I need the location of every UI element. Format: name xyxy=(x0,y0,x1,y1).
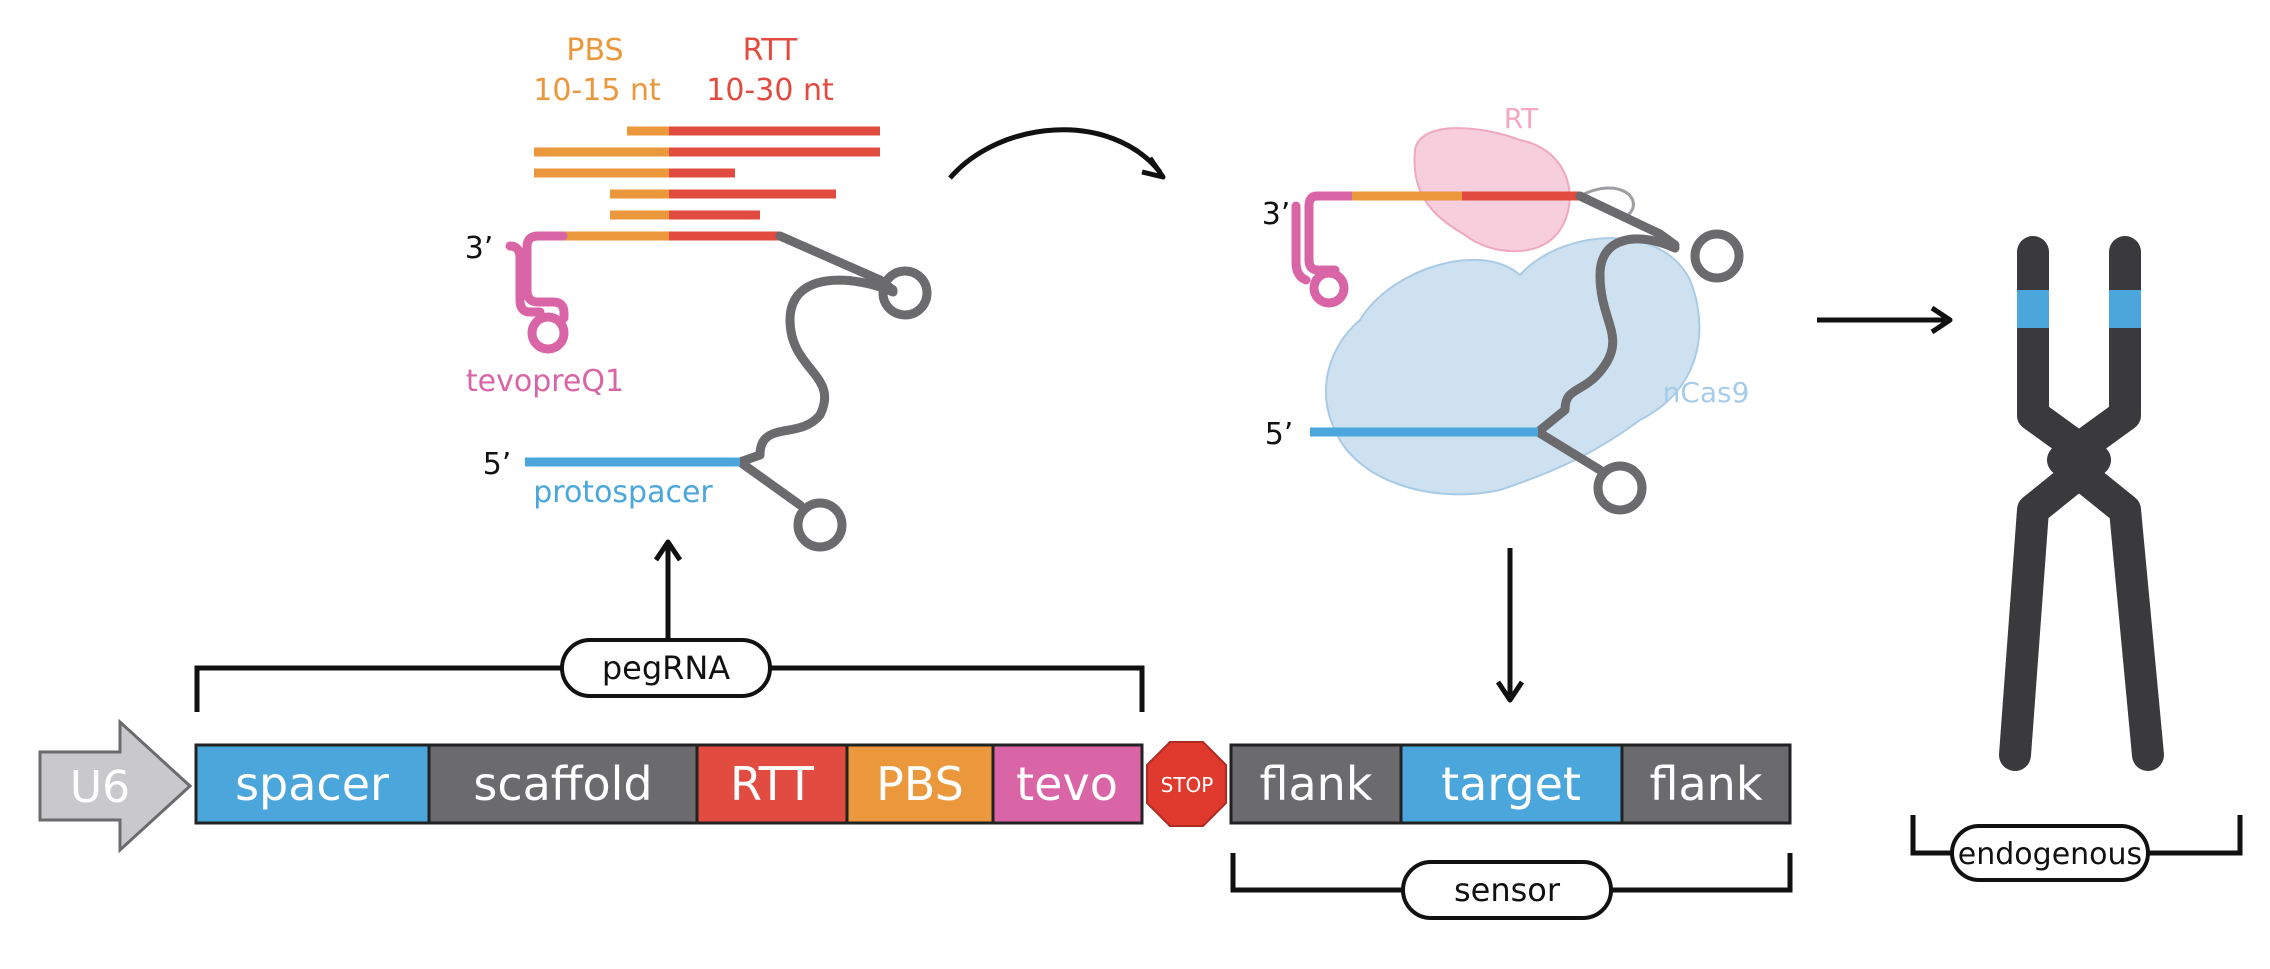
ncas9-label: nCas9 xyxy=(1663,376,1750,409)
endogenous-bracket: endogenous xyxy=(1910,815,2243,882)
pbs-label: PBS xyxy=(566,33,623,68)
complex-scaffold xyxy=(1533,191,1680,437)
pegrna-bracket: pegRNA xyxy=(194,539,1145,712)
segment-tevo xyxy=(991,743,1144,825)
pbs-rtt-variants xyxy=(534,126,880,220)
scaffold-loop-2 xyxy=(793,498,847,552)
pbs-segment-label: PBS xyxy=(876,757,964,811)
complex-rtt-overhang xyxy=(1579,186,1635,217)
complex-three-prime-label: 3’ xyxy=(1262,197,1291,232)
endogenous-label: endogenous xyxy=(1958,837,2142,872)
scaffold-backbone xyxy=(735,231,898,467)
pbs-range-label: 10-15 nt xyxy=(533,73,661,108)
three-prime-label: 3’ xyxy=(465,231,494,266)
complex-tevopreq1-loop xyxy=(1309,268,1349,308)
tevopreq1-motif xyxy=(505,231,569,323)
flank-right-label: flank xyxy=(1650,757,1763,811)
flank-left-label: flank xyxy=(1260,757,1373,811)
tevo-label: tevo xyxy=(1016,757,1118,811)
complex-scaffold-loop-2 xyxy=(1593,461,1647,515)
spacer-label: spacer xyxy=(235,757,389,811)
segment-flank-left xyxy=(1229,743,1403,825)
protospacer-label: protospacer xyxy=(533,475,713,510)
sensor-bracket: sensor xyxy=(1230,853,1793,920)
complex-five-prime-label: 5’ xyxy=(1265,417,1294,452)
five-prime-label: 5’ xyxy=(483,447,512,482)
stop-sign-icon: STOP xyxy=(1146,741,1227,827)
down-arrow-icon xyxy=(1495,548,1525,703)
scaffold-loop-1 xyxy=(878,266,932,320)
segment-scaffold xyxy=(427,743,699,825)
rt-shape xyxy=(1413,127,1571,253)
curved-arrow-icon xyxy=(948,127,1166,180)
construct-labels: spacer scaffold RTT PBS tevo flank targe… xyxy=(235,757,1763,811)
sensor-label: sensor xyxy=(1454,871,1561,909)
ncas9-shape xyxy=(1324,237,1701,496)
complex-scaffold-stem-2 xyxy=(1533,427,1605,475)
complex-tevopreq1-stem xyxy=(1291,201,1311,285)
prime-editor-complex: RT nCas9 3’ 5’ xyxy=(1262,102,1750,515)
rtt-range-label: 10-30 nt xyxy=(706,73,834,108)
pegrna-structure: PBS 10-15 nt RTT 10-30 nt 3’ tevopreQ1 xyxy=(465,33,932,552)
scaffold-stem-2 xyxy=(735,457,805,510)
chromatid-left xyxy=(1999,236,2111,771)
chromatid-right xyxy=(2047,236,2164,771)
u6-arrow-icon: U6 xyxy=(38,718,193,854)
tevopreq1-label: tevopreQ1 xyxy=(466,364,624,399)
construct-segments xyxy=(194,743,1792,825)
complex-scaffold-loop-1 xyxy=(1690,229,1744,283)
u6-label: U6 xyxy=(70,762,130,813)
segment-flank-right xyxy=(1620,743,1792,825)
stop-label: STOP xyxy=(1161,773,1214,797)
complex-tevopreq1-motif xyxy=(1304,191,1357,275)
rt-label: RT xyxy=(1504,102,1539,135)
chromosome-icon xyxy=(1999,236,2164,771)
rtt-label: RTT xyxy=(743,33,798,68)
segment-pbs xyxy=(845,743,995,825)
scaffold-label: scaffold xyxy=(473,757,652,811)
rtt-segment-label: RTT xyxy=(730,757,815,811)
target-label: target xyxy=(1441,757,1581,811)
tevopreq1-loop xyxy=(527,312,569,354)
right-arrow-icon xyxy=(1817,305,1953,335)
pegrna-label: pegRNA xyxy=(602,649,730,687)
